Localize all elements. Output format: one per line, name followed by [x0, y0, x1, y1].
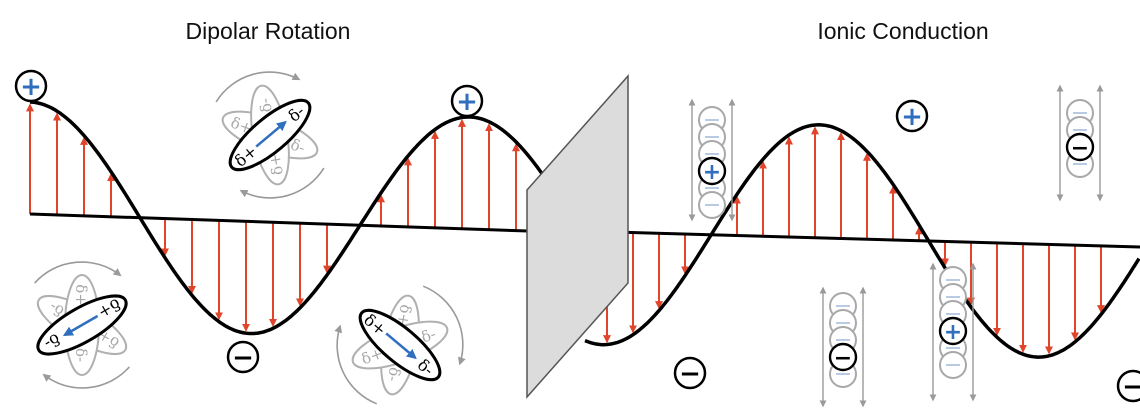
rotation-arrows-icon	[334, 285, 466, 405]
dipole-molecule-top: δ+ δ- δ+ δ- δ+ δ-	[215, 71, 325, 199]
svg-text:+: +	[703, 160, 721, 185]
svg-text:−: −	[679, 359, 701, 389]
title-dipolar-rotation: Dipolar Rotation	[186, 18, 351, 44]
rotation-arrows-icon	[215, 71, 325, 199]
svg-text:+: +	[944, 320, 962, 345]
circle-minus-icon: −	[673, 356, 707, 390]
circle-minus-icon: −	[226, 340, 260, 374]
dipole: δ+ δ-	[36, 294, 128, 356]
svg-text:−: −	[1071, 136, 1089, 161]
left-field-arrows	[26, 103, 520, 332]
svg-text:+: +	[20, 72, 42, 102]
svg-text:+: +	[901, 102, 923, 132]
ion-stacks: + − − +	[688, 84, 1104, 408]
circle-plus-icon: +	[938, 316, 968, 346]
separator-plate	[526, 74, 629, 399]
circle-minus-icon: −	[828, 342, 858, 372]
ion-stack: +	[688, 98, 736, 222]
dipole: δ+ δ-	[228, 98, 312, 172]
title-ionic-conduction: Ionic Conduction	[817, 18, 988, 44]
svg-text:δ+: δ+	[265, 152, 286, 176]
circle-plus-icon: +	[450, 84, 484, 118]
circle-minus-icon: −	[1116, 369, 1140, 403]
circle-minus-icon: −	[1065, 132, 1095, 162]
left-wave	[29, 100, 546, 336]
svg-text:δ-: δ-	[419, 325, 438, 347]
svg-text:−: −	[834, 346, 852, 371]
svg-text:δ-: δ-	[72, 348, 90, 362]
svg-text:δ-: δ-	[256, 97, 276, 114]
ion-stack: +	[929, 262, 977, 402]
svg-text:−: −	[232, 343, 254, 373]
circle-plus-icon: +	[895, 99, 929, 133]
svg-text:+: +	[456, 87, 478, 117]
rotation-arrows-icon	[34, 261, 130, 389]
dipole-molecule-bottom-right: δ+ δ- δ+ δ- δ+ δ-	[334, 285, 466, 405]
ion-stack: −	[1056, 84, 1104, 202]
left-axis	[29, 212, 529, 233]
svg-text:δ+: δ+	[72, 284, 90, 306]
right-axis	[579, 229, 1140, 249]
svg-text:δ-: δ-	[288, 135, 307, 157]
dipole: δ+ δ-	[358, 308, 442, 382]
dipole-molecule-bottom-left: δ+ δ- δ+ δ- δ+ δ-	[34, 261, 130, 389]
circle-plus-icon: +	[14, 69, 48, 103]
circle-plus-icon: +	[697, 156, 727, 186]
ion-stack: −	[819, 286, 867, 408]
svg-text:−: −	[1122, 372, 1140, 402]
svg-text:δ-: δ-	[384, 366, 404, 383]
right-wave	[584, 123, 1140, 359]
